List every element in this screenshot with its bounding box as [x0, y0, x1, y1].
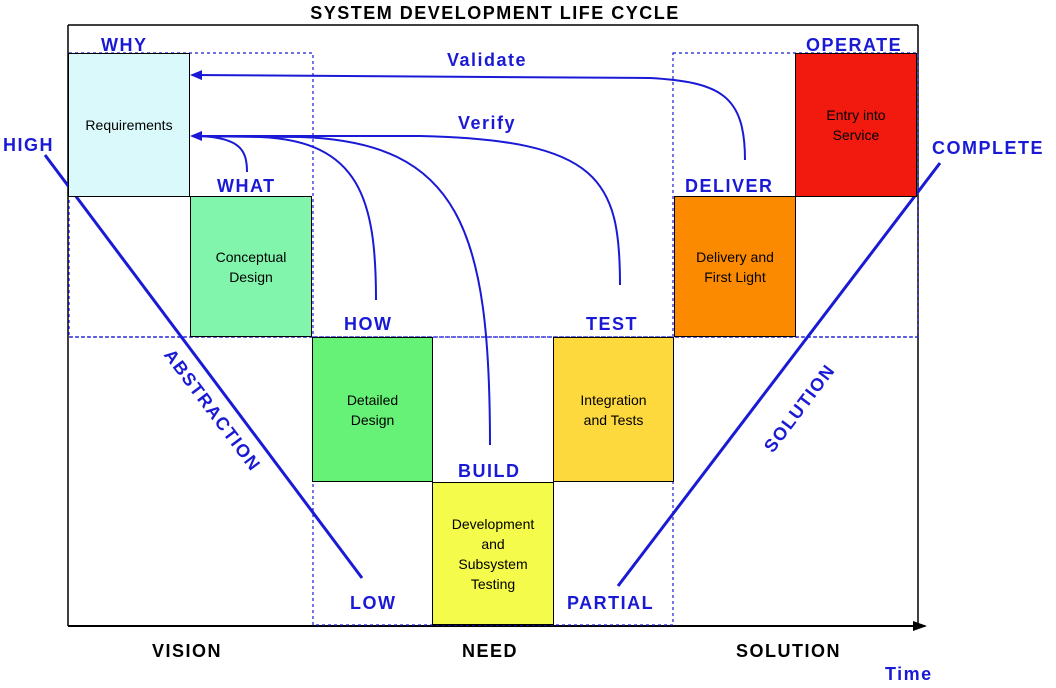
validate-arrow: [190, 70, 746, 161]
integration-box: Integration and Tests: [553, 337, 674, 482]
high-label: HIGH: [3, 135, 54, 155]
page-title: SYSTEM DEVELOPMENT LIFE CYCLE: [310, 3, 680, 23]
complete-label: COMPLETE: [932, 138, 1045, 158]
low-label: LOW: [350, 593, 397, 613]
conceptual-design-box: Conceptual Design: [190, 196, 312, 337]
validate-label: Validate: [447, 50, 528, 70]
verify-arrow-test: [190, 131, 621, 286]
abstraction-line: [43, 154, 364, 579]
service-box: Entry into Service: [795, 53, 917, 197]
solution-line: [616, 162, 942, 587]
verify-arrow-how: [191, 135, 377, 301]
category-vision: VISION: [152, 641, 223, 661]
time-label: Time: [885, 664, 933, 684]
category-solution: SOLUTION: [736, 641, 841, 661]
conceptual-design-label: Conceptual Design: [215, 248, 287, 285]
service-label: Entry into Service: [826, 107, 886, 143]
phase-what: WHAT: [217, 176, 276, 196]
verify-label: Verify: [458, 113, 517, 133]
phase-operate: OPERATE: [806, 35, 903, 55]
integration-label: Integration and Tests: [580, 391, 647, 428]
development-label: Development and Subsystem Testing: [451, 515, 535, 592]
phase-test: TEST: [586, 314, 639, 334]
delivery-label: Delivery and First Light: [696, 248, 774, 285]
requirements-box: Requirements: [68, 53, 190, 197]
verify-arrow-what: [199, 135, 248, 173]
partial-label: PARTIAL: [567, 593, 655, 613]
phase-build: BUILD: [458, 461, 521, 481]
category-need: NEED: [462, 641, 519, 661]
phase-deliver: DELIVER: [685, 176, 774, 196]
verify-arrow-build: [191, 135, 491, 446]
phase-how: HOW: [344, 314, 393, 334]
detailed-design-box: Detailed Design: [312, 337, 433, 482]
delivery-box: Delivery and First Light: [674, 196, 796, 337]
requirements-label: Requirements: [85, 117, 173, 133]
phase-why: WHY: [101, 35, 148, 55]
detailed-design-label: Detailed Design: [346, 391, 399, 428]
development-box: Development and Subsystem Testing: [432, 482, 554, 625]
